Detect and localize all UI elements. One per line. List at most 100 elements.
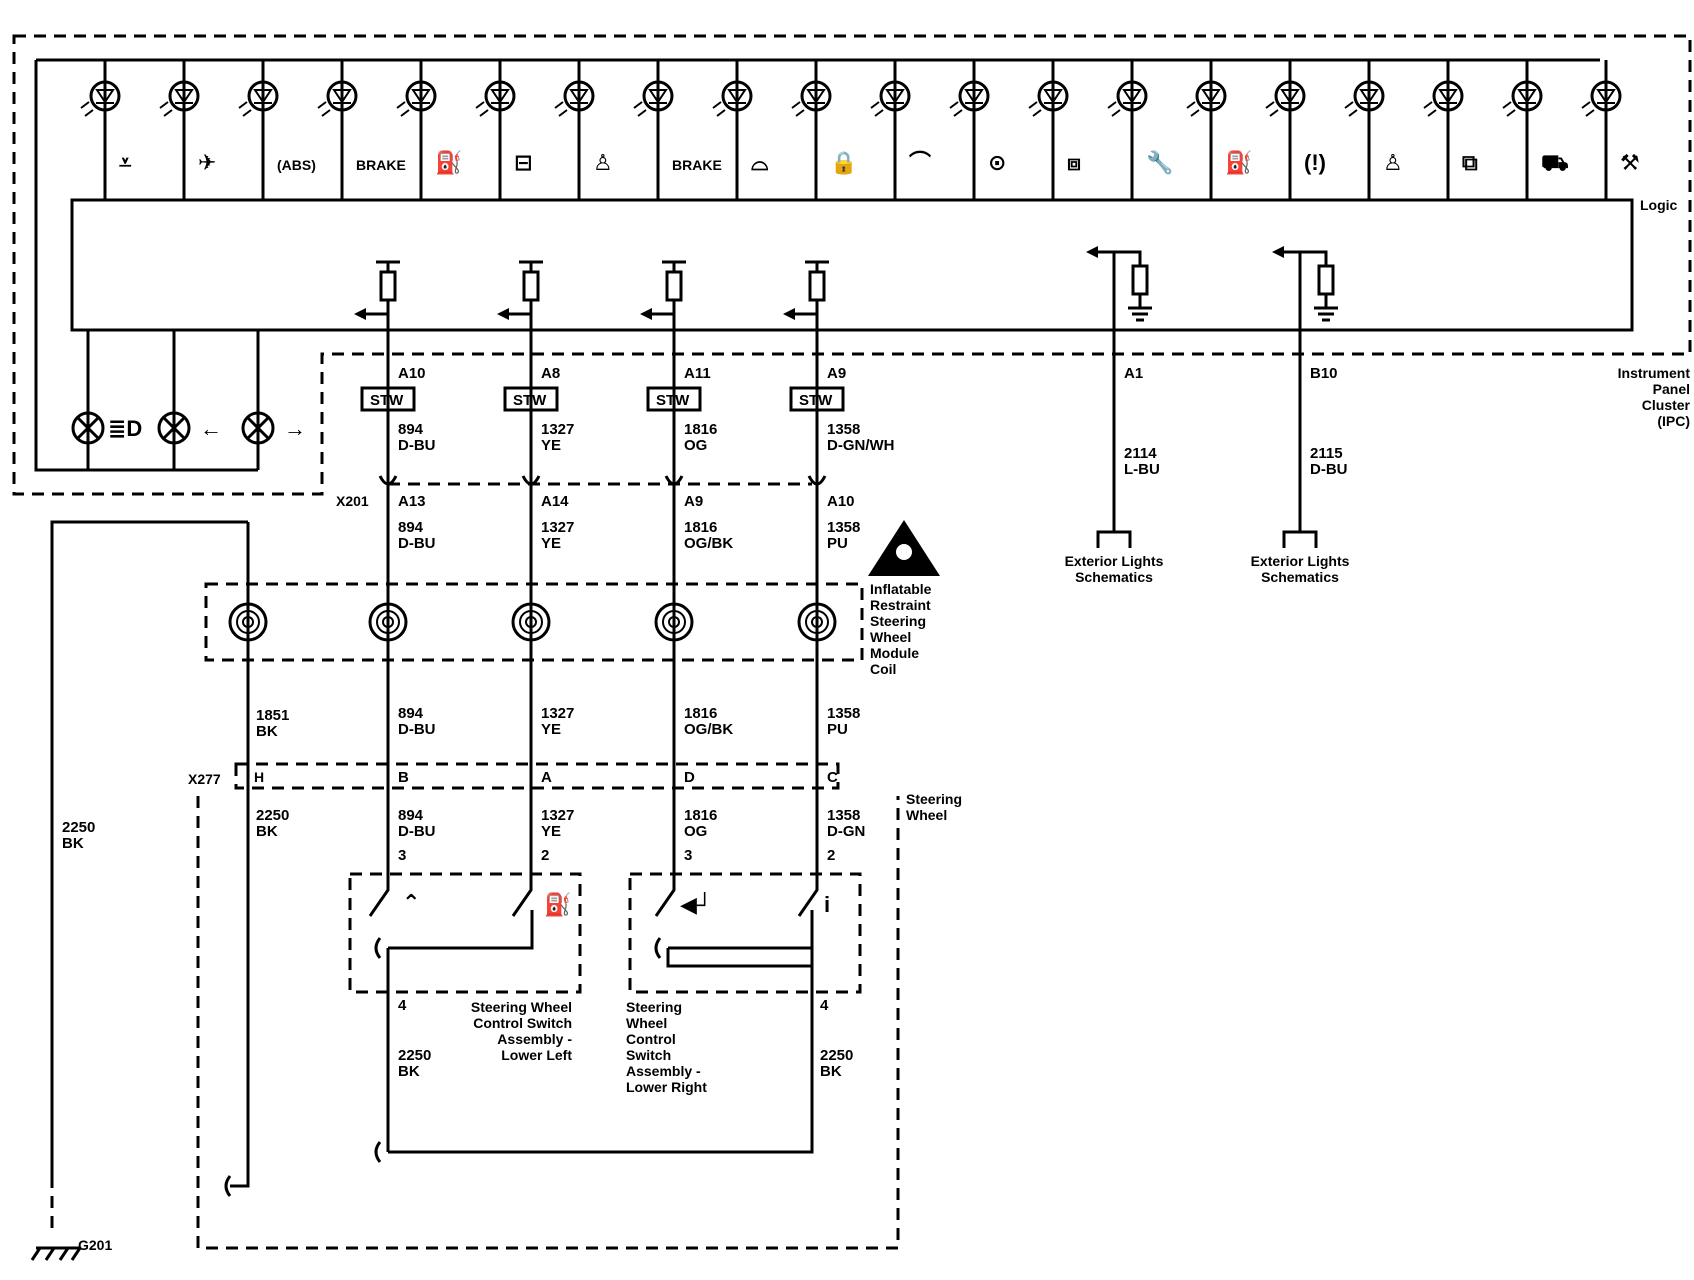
output-label: D-BU [1310, 461, 1348, 478]
svg-text:2250: 2250 [62, 819, 95, 836]
info-switch-icon: i [824, 892, 830, 917]
high-beam-icon: ≣D [108, 416, 142, 441]
output-label: L-BU [1124, 461, 1160, 478]
output-label: B10 [1310, 365, 1338, 382]
ground-coil-icon [228, 602, 268, 642]
ground-wire-1851 [230, 522, 250, 1188]
coil-icon [368, 602, 408, 642]
coil-icon [654, 602, 694, 642]
svg-text:BK: BK [256, 723, 278, 740]
circuit-label: 1358 [827, 807, 860, 824]
svg-text:Assembly -: Assembly - [626, 1063, 701, 1079]
airbag-icon: ✈ [198, 150, 216, 175]
svg-text:2250: 2250 [820, 1047, 853, 1064]
lamp-traction-icon: ⛟ [1502, 60, 1569, 200]
circuit-label: D-BU [398, 437, 436, 454]
circuit-label: 3 [398, 847, 406, 864]
circuit-label: A13 [398, 493, 426, 510]
circuit-label: 1816 [684, 807, 717, 824]
circuit-label: YE [541, 535, 561, 552]
svg-text:Steering: Steering [626, 999, 682, 1015]
right-switch-assembly-box [628, 872, 862, 994]
lamp-battery-icon: ⊟ [475, 60, 532, 200]
exterior-lights-label: Schematics [1261, 569, 1339, 585]
svg-text:Inflatable: Inflatable [870, 581, 932, 597]
stw-box [360, 386, 416, 412]
door-ajar-icon: ⌓ [751, 150, 769, 175]
circuit-label: 2 [827, 847, 835, 864]
svg-text:Coil: Coil [870, 661, 896, 677]
circuit-label: A9 [827, 365, 846, 382]
circuit-label: 1358 [827, 705, 860, 722]
circuit-label: 894 [398, 421, 424, 438]
x277-label: X277 [188, 771, 221, 787]
brake-text-icon: BRAKE [672, 157, 722, 173]
circuit-label: PU [827, 721, 848, 738]
passenger-seatbelt-icon: ♙ [1383, 150, 1403, 175]
svg-text:G201: G201 [78, 1237, 112, 1253]
svg-text:BK: BK [256, 823, 278, 840]
svg-text:BK: BK [398, 1063, 420, 1080]
svg-text:Wheel: Wheel [906, 807, 947, 823]
brake-warning-icon: BRAKE [356, 157, 406, 173]
circuit-label: A8 [541, 365, 560, 382]
check-engine-icon: ⧉ [1462, 150, 1478, 175]
circuit-label: YE [541, 437, 561, 454]
circuit-label: 2 [541, 847, 549, 864]
lamp-oil-pressure-icon: ⛽ [1186, 60, 1252, 200]
maintenance-icon: ⚒ [1620, 150, 1640, 175]
lamp-service-icon: ⌒ [870, 60, 931, 200]
circuit-label: 1358 [827, 519, 860, 536]
low-fuel-icon: ⛽ [435, 150, 462, 175]
output-label: 2114 [1124, 445, 1157, 462]
svg-text:Steering: Steering [906, 791, 962, 807]
circuit-label: B [398, 769, 409, 786]
tire-pressure-icon: (!) [1304, 150, 1326, 175]
circuit-label: A10 [398, 365, 426, 382]
logic-box [70, 198, 1634, 332]
lamp-coolant-temp-icon: ⩡ [80, 60, 132, 200]
svg-text:BK: BK [62, 835, 84, 852]
circuit-label: STW [513, 392, 547, 409]
lamp-powertrain-icon: ⧈ [1028, 60, 1081, 200]
circuit-label: OG [684, 437, 707, 454]
left-turn-bulb-icon [157, 411, 191, 445]
lamp-cruise-icon: ⊙ [949, 60, 1006, 200]
circuit-label: 894 [398, 705, 424, 722]
coil-icon [511, 602, 551, 642]
svg-text:Restraint: Restraint [870, 597, 931, 613]
cruise-icon: ⊙ [988, 150, 1006, 175]
coil-icon [797, 602, 837, 642]
svg-text:Wheel: Wheel [626, 1015, 667, 1031]
left-arrow-icon: ← [200, 416, 222, 441]
circuit-label: A9 [684, 493, 703, 510]
svg-text:BK: BK [820, 1063, 842, 1080]
circuit-label: D-BU [398, 535, 436, 552]
lamp-maintenance-icon: ⚒ [1581, 60, 1640, 200]
svg-text:H: H [254, 769, 264, 785]
fuel-switch-icon: ⛽ [544, 892, 571, 917]
lamp-oil-change-icon: 🔧 [1107, 60, 1173, 200]
circuit-label: 1327 [541, 519, 574, 536]
circuit-label: OG/BK [684, 721, 733, 738]
exterior-lights-label: Exterior Lights [1251, 553, 1350, 569]
svg-text:Instrument: Instrument [1618, 365, 1691, 381]
svg-text:Switch: Switch [626, 1047, 671, 1063]
logic-label: Logic [1640, 197, 1678, 213]
output-label: 2115 [1310, 445, 1343, 462]
stw-box [503, 386, 559, 412]
ipc-boundary [12, 34, 1692, 496]
steering-wheel-circuits: A10STW894D-BUA13894D-BU894D-BUB894D-BU3A… [354, 260, 895, 917]
svg-text:4: 4 [398, 997, 407, 1014]
svg-text:Lower Left: Lower Left [501, 1047, 572, 1063]
lamp-low-fuel-icon: ⛽ [396, 60, 462, 200]
circuit-label: PU [827, 535, 848, 552]
circuit-label: D-GN [827, 823, 865, 840]
clockspring-coil-box [204, 582, 864, 662]
svg-text:Steering Wheel: Steering Wheel [471, 999, 572, 1015]
oil-pressure-icon: ⛽ [1225, 150, 1252, 175]
